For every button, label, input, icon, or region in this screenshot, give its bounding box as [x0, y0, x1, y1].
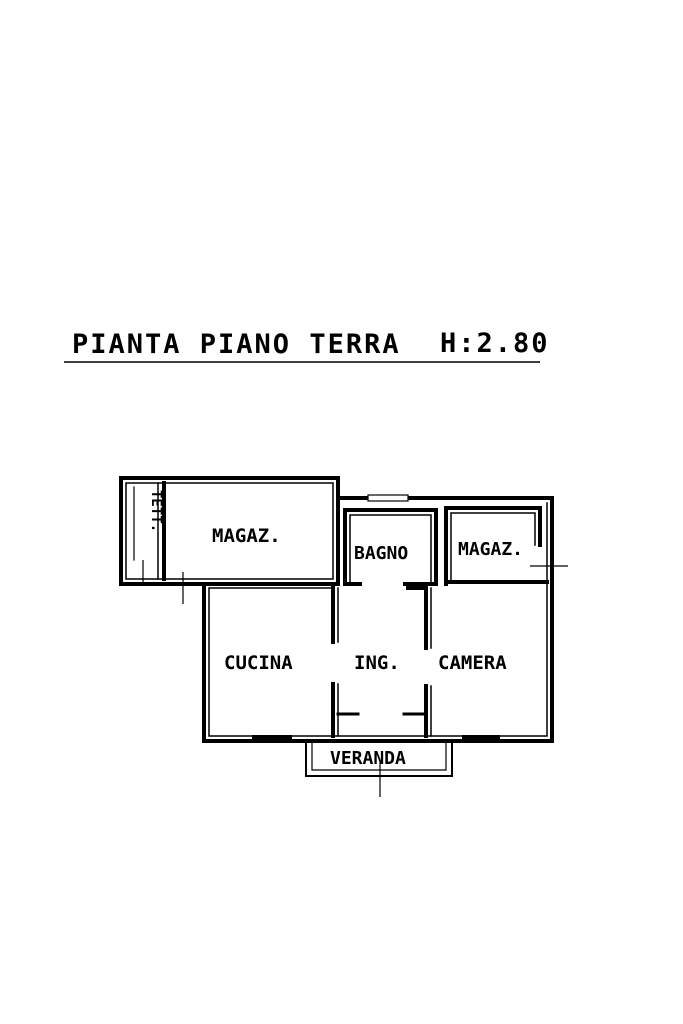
room-label-magaz-right: MAGAZ. — [458, 539, 523, 560]
room-label-bagno: BAGNO — [354, 543, 408, 564]
plan-title: PIANTA PIANO TERRA — [72, 329, 401, 360]
veranda-inner — [311, 740, 447, 771]
height-label: H:2.80 — [440, 328, 550, 359]
room-label-magaz-left: MAGAZ. — [212, 525, 281, 547]
walls — [119, 476, 554, 777]
room-label-cucina: CUCINA — [224, 652, 293, 674]
main-inner-wall — [208, 502, 548, 737]
tick-marks — [142, 560, 568, 797]
veranda-outline — [305, 740, 453, 777]
room-label-tett: TETT. — [148, 490, 164, 532]
openings — [252, 494, 500, 739]
connector-wall — [336, 480, 550, 500]
bagno-walls — [343, 508, 438, 586]
room-label-veranda: VERANDA — [330, 748, 406, 769]
magaz-right-walls — [444, 506, 542, 586]
outbuilding-inner-wall — [125, 482, 334, 580]
room-label-camera: CAMERA — [438, 652, 507, 674]
main-outer-wall — [202, 496, 554, 743]
magaz-right-inner — [450, 512, 536, 581]
bagno-window — [367, 494, 409, 502]
bagno-inner — [349, 514, 432, 585]
room-label-ingresso: ING. — [354, 652, 400, 674]
